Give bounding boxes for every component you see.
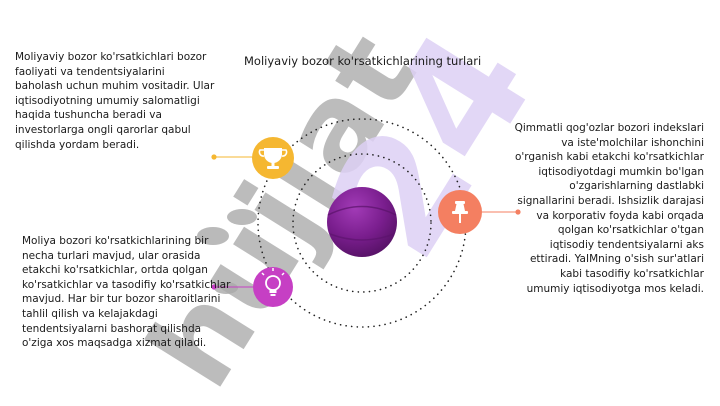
indicator-examples-paragraph: Qimmatli qog'ozlar bozori indekslari va … — [514, 122, 704, 295]
indicator-types-paragraph: Moliya bozori ko'rsatkichlarining bir ne… — [22, 235, 231, 350]
trophy-icon — [258, 148, 288, 169]
watermark-dot-3 — [214, 282, 238, 294]
connector-top — [211, 154, 253, 160]
lightbulb-icon — [261, 268, 285, 296]
watermark-dot-2 — [197, 227, 229, 245]
bulb-node — [253, 267, 293, 307]
overview-paragraph: Moliyaviy bozor ko'rsatkichlari bozor fa… — [15, 51, 215, 151]
diagram-title: Moliyaviy bozor ko'rsatkichlarining turl… — [244, 54, 482, 68]
inner-orbit — [292, 153, 432, 293]
pin-node — [438, 190, 482, 234]
connector-bottom — [211, 284, 254, 290]
connector-right — [482, 209, 521, 215]
trophy-node — [252, 137, 294, 179]
pushpin-icon — [452, 201, 468, 223]
watermark-dot-1 — [227, 209, 257, 225]
center-sphere — [327, 187, 397, 257]
